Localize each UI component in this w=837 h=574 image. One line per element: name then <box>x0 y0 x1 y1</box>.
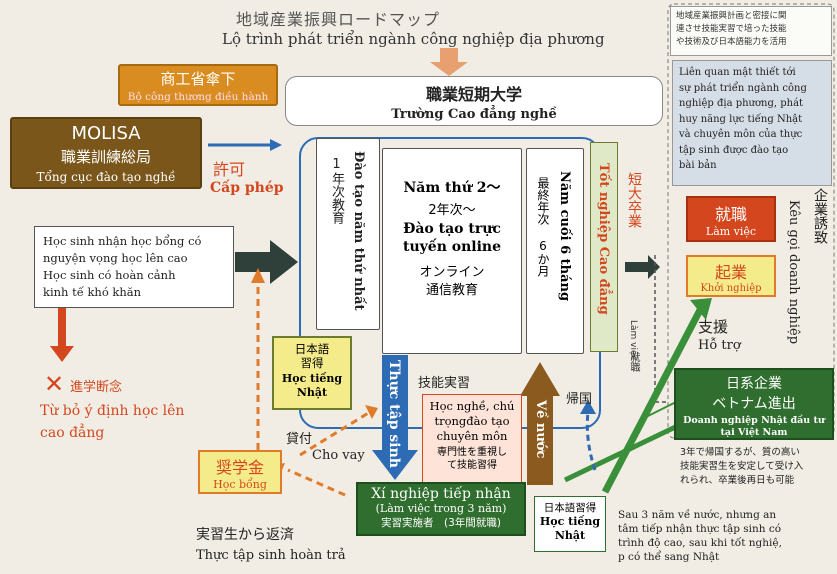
intern-vn: Thực tập sinh <box>386 360 402 468</box>
shushoku-box: 就職 Làm việc <box>686 196 776 242</box>
loan-vn: Cho vay <box>312 448 365 463</box>
year2-box: Năm thứ 2〜 2年次〜 Đào tạo trực tuyến onlin… <box>382 148 522 354</box>
jp-company-jp1: 日系企業 <box>726 376 782 392</box>
abandon-jp: 進学断念 <box>70 380 123 395</box>
year2-vn-body: Đào tạo trực tuyến online <box>403 221 501 255</box>
return-vn: Về nước <box>533 400 548 459</box>
intern-arrow <box>372 450 418 480</box>
work-label-jp: 就職 <box>628 352 639 372</box>
intern-jp: 技能実習 <box>418 376 471 391</box>
college-header: 職業短期大学 Trường Cao đẳng nghề <box>285 76 663 126</box>
enroll-arrow <box>235 240 298 284</box>
abandon-x-icon: ✕ <box>44 370 65 398</box>
vocational-box: Học nghề, chú trọngđào tạo chuyên môn 専門… <box>422 394 522 486</box>
meti-vn: Bộ công thương điều hành <box>127 91 269 103</box>
repay-jp: 実習生から返済 <box>196 527 294 543</box>
graduate-box: Tốt nghiệp Cao đẳng <box>590 142 618 352</box>
year1-vn: Đào tạo năm thứ nhất <box>351 151 366 311</box>
jp-language2-box: 日本語習得 Học tiếng Nhật <box>534 496 606 552</box>
kigyo-jp: 起業 <box>714 263 747 282</box>
jp-company-jp2: ベトナム進出 <box>712 396 796 412</box>
year1-box: Đào tạo năm thứ nhất 1年次教育 <box>316 138 380 330</box>
graduate-vn: Tốt nghiệp Cao đẳng <box>596 163 611 315</box>
jp-language2-vn: Học tiếng Nhật <box>539 515 601 542</box>
receiver-vn-sub: (Làm việc trong 3 năm) <box>375 502 507 515</box>
loan-jp: 貸付 <box>286 432 313 447</box>
receiver-box: Xí nghiệp tiếp nhận (Làm việc trong 3 nă… <box>356 482 526 536</box>
abandon-vn: Từ bỏ ý định học lên cao đẳng <box>40 403 185 441</box>
title-jp: 地域産業振興ロードマップ <box>236 10 441 29</box>
work-label-vn: Làm việc <box>628 320 638 361</box>
meti-jp: 商工省傘下 <box>160 70 236 88</box>
year2-jp-body: オンライン 通信教育 <box>419 265 485 298</box>
molisa-box: MOLISA 職業訓練総局 Tổng cục đào tạo nghề <box>10 117 202 189</box>
year2-vn-title: Năm thứ 2〜 <box>403 180 501 196</box>
repay-vn: Thực tập sinh hoàn trả <box>196 548 346 563</box>
jp-language1-box: 日本語 習得 Học tiếng Nhật <box>272 336 352 410</box>
return-arrow <box>527 395 553 485</box>
year1-jp: 1年次教育 <box>329 157 344 224</box>
top-right-note: 地域産業振興計画と密接に関 連させ技能実習で培った技能 や技術及び日本語能力を活… <box>670 6 832 56</box>
jp-language2-jp: 日本語習得 <box>543 502 597 514</box>
enterprise-attract-vn: Kêu gọi doanh nghiệp <box>786 200 801 345</box>
scholarship-jp: 奨学金 <box>215 458 264 477</box>
jp-company-vn: Doanh nghiệp Nhật đầu tư tại Việt Nam <box>683 415 825 438</box>
year2-jp-title: 2年次〜 <box>428 203 476 218</box>
final-jp: 最終年次 6か月 <box>536 177 550 277</box>
support-vn: Hỗ trợ <box>698 338 741 353</box>
linked-note: Liên quan mật thiết tới sự phát triển ng… <box>672 60 832 186</box>
molisa-jp: 職業訓練総局 <box>60 148 151 166</box>
college-jp: 職業短期大学 <box>425 85 522 104</box>
jp-language1-jp: 日本語 習得 <box>294 342 330 370</box>
support-jp: 支援 <box>698 318 729 336</box>
abandon-arrow <box>50 346 74 362</box>
permit-jp: 許可 <box>213 160 246 179</box>
vocational-jp: 専門性を重視し て技能習得 <box>437 447 507 471</box>
shushoku-jp: 就職 <box>714 205 747 224</box>
scholarship-box: 奨学金 Học bổng <box>198 450 282 494</box>
meti-box: 商工省傘下 Bộ công thương điều hành <box>118 64 278 106</box>
title-down-arrow <box>430 62 468 76</box>
jp-company-box: 日系企業 ベトナム進出 Doanh nghiệp Nhật đầu tư tại… <box>674 368 834 440</box>
bottom-right-vn: Sau 3 năm về nước, nhưng an tâm tiếp nhậ… <box>618 509 782 563</box>
enterprise-attract-jp: 企業誘致 <box>812 188 828 244</box>
molisa-en: MOLISA <box>71 123 141 144</box>
molisa-vn: Tổng cục đào tạo nghề <box>36 170 176 184</box>
scholarship-vn: Học bổng <box>213 478 267 491</box>
return-jp: 帰国 <box>566 392 593 407</box>
jp-language1-vn: Học tiếng Nhật <box>281 372 343 399</box>
college-vn: Trường Cao đẳng nghề <box>391 107 557 122</box>
receiver-vn: Xí nghiệp tiếp nhận <box>371 486 511 502</box>
permit-vn: Cấp phép <box>210 180 284 196</box>
kigyo-vn: Khởi nghiệp <box>700 283 762 294</box>
receiver-jp: 実習実施者 (3年間就職) <box>381 517 501 529</box>
title-vn: Lộ trình phát triển ngành công nghiệp đị… <box>222 30 605 48</box>
graduate-jp: 短大卒業 <box>626 172 642 228</box>
scholarship-student-box: Học sinh nhận học bổng có nguyện vọng họ… <box>34 226 234 308</box>
kigyo-box: 起業 Khởi nghiệp <box>686 255 776 297</box>
final-vn: Năm cuối 6 tháng <box>557 171 572 302</box>
shushoku-vn: Làm việc <box>705 225 757 238</box>
vocational-vn: Học nghề, chú trọngđào tạo chuyên môn <box>429 399 515 443</box>
final-box: Năm cuối 6 tháng 最終年次 6か月 <box>526 148 584 354</box>
bottom-right-jp: 3年で帰国するが、質の高い 技能実習生を安定して受け入 れられ、卒業後再日も可能 <box>680 447 804 486</box>
